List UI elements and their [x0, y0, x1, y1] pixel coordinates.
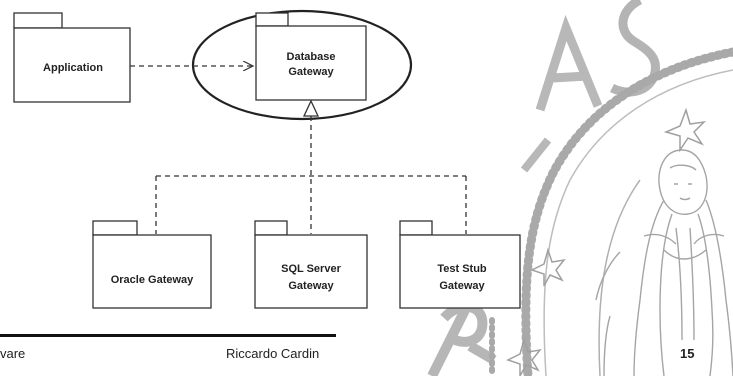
highlight-ellipse	[191, 9, 413, 121]
package-sql-server-gateway-label-1: SQL Server	[281, 263, 341, 275]
page-number: 15	[680, 346, 695, 361]
package-test-stub-gateway-label-1: Test Stub	[437, 263, 487, 275]
package-database-gateway: Database Gateway	[255, 12, 367, 101]
seal-letter-i	[520, 137, 552, 173]
seal-beaded-ring	[521, 47, 733, 376]
seal-letter-a	[535, 14, 603, 112]
package-sql-server-gateway: SQL Server Gateway	[254, 220, 368, 309]
package-database-gateway-label-2: Gateway	[288, 66, 334, 78]
footer-course-text: vare	[0, 346, 26, 361]
package-oracle-gateway-label: Oracle Gateway	[111, 274, 194, 286]
package-oracle-gateway: Oracle Gateway	[92, 220, 212, 309]
package-database-gateway-label-1: Database	[287, 51, 336, 63]
package-sql-server-gateway-label-2: Gateway	[288, 280, 334, 292]
saint-figure	[595, 149, 733, 376]
star-icon	[506, 337, 542, 376]
star-icon	[663, 107, 707, 153]
footer-author: Riccardo Cardin	[226, 346, 320, 361]
package-test-stub-gateway-label-2: Gateway	[439, 280, 485, 292]
package-application: Application	[13, 12, 131, 103]
realization-connector	[155, 99, 467, 234]
star-icon	[530, 247, 566, 287]
package-application-label: Application	[43, 62, 103, 74]
footer-rule	[0, 334, 336, 337]
package-test-stub-gateway: Test Stub Gateway	[399, 220, 521, 309]
